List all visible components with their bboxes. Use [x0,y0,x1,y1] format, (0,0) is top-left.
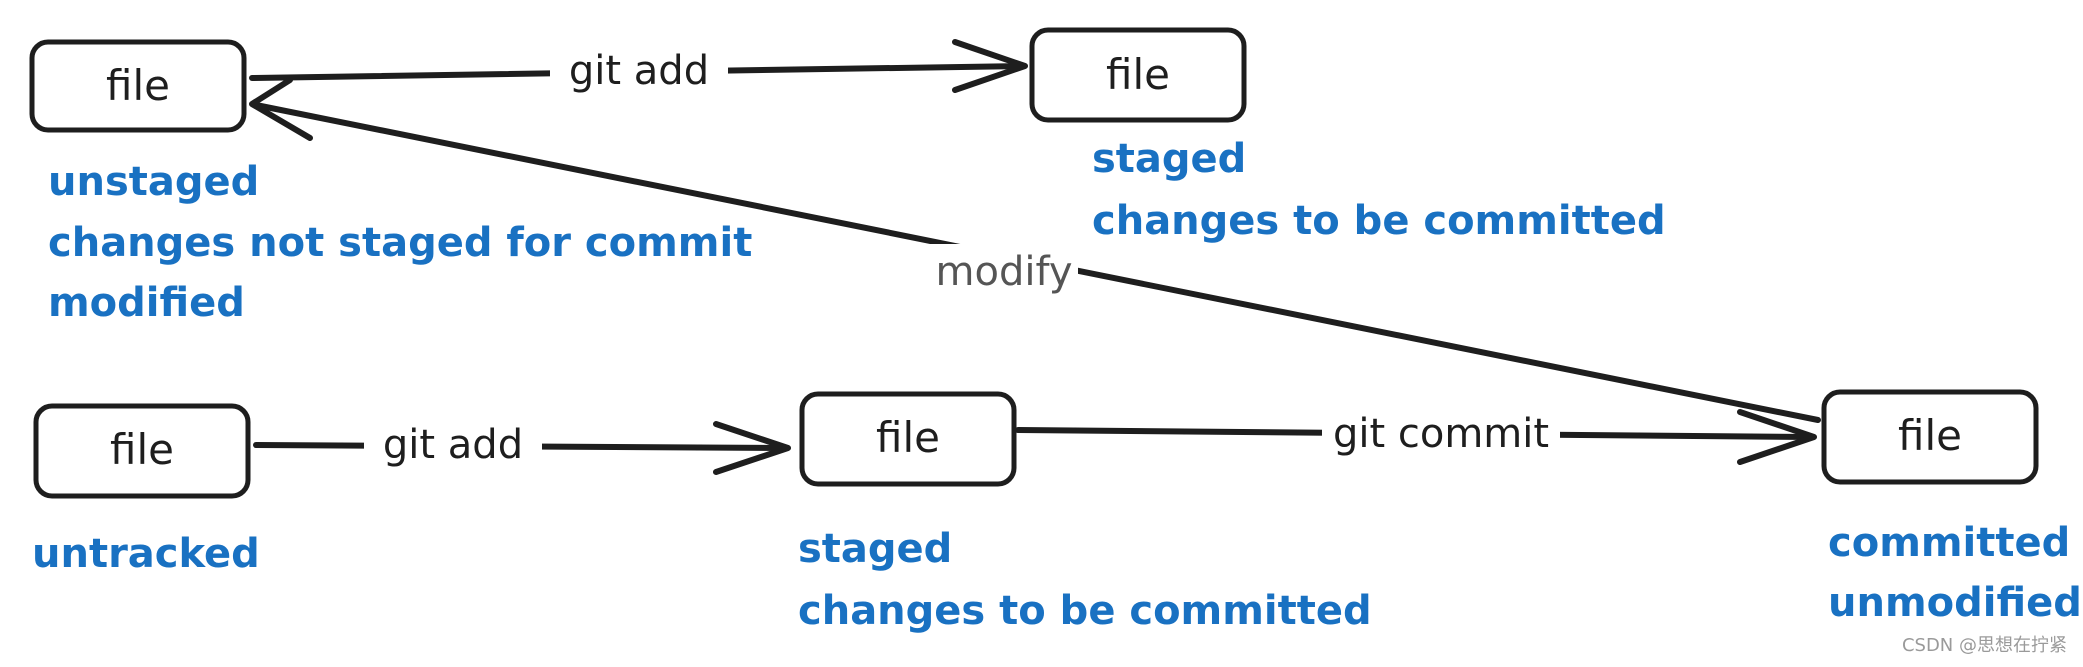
node-label-staged-top-file: file [1106,50,1170,99]
edge-label-git-add-top: git add [569,48,709,94]
state-label-staged-bottom-1: staged [798,526,952,572]
edge-git-add-bottom: git add [253,418,791,475]
state-label-staged-top-1: staged [1092,136,1246,182]
state-labels-committed: committed unmodified [1828,520,2082,626]
watermark-text: CSDN @思想在拧紧 [1901,635,2067,656]
state-label-staged-top-2: changes to be committed [1092,198,1666,244]
state-labels-unstaged: unstaged changes not staged for commit m… [48,159,752,326]
state-label-unstaged-1: unstaged [48,159,259,205]
node-untracked-file: file [33,403,251,499]
state-label-unstaged-2: changes not staged for commit [48,220,752,266]
node-label-committed-file: file [1898,411,1962,460]
node-label-staged-bottom-file: file [876,413,940,462]
state-label-unstaged-3: modified [48,280,245,326]
edge-git-commit: git commit [1015,407,1817,465]
state-labels-untracked: untracked [32,531,260,577]
edge-label-git-commit: git commit [1333,411,1549,457]
node-unstaged-file: file [29,39,247,133]
state-labels-staged-bottom: staged changes to be committed [798,526,1372,634]
edge-git-add-top: git add [249,39,1028,96]
edge-label-modify: modify [936,249,1073,295]
state-label-committed-1: committed [1828,520,2070,566]
edge-modify: modify [249,77,1821,423]
state-label-untracked-1: untracked [32,531,260,577]
node-staged-top-file: file [1029,27,1247,123]
edge-label-git-add-bottom: git add [383,422,523,468]
node-label-unstaged-file: file [106,61,170,110]
node-committed-file: file [1821,389,2039,485]
state-label-committed-2: unmodified [1828,580,2082,626]
node-staged-bottom-file: file [799,391,1017,487]
state-labels-staged-top: staged changes to be committed [1092,136,1666,244]
state-label-staged-bottom-2: changes to be committed [798,588,1372,634]
node-label-untracked-file: file [110,425,174,474]
